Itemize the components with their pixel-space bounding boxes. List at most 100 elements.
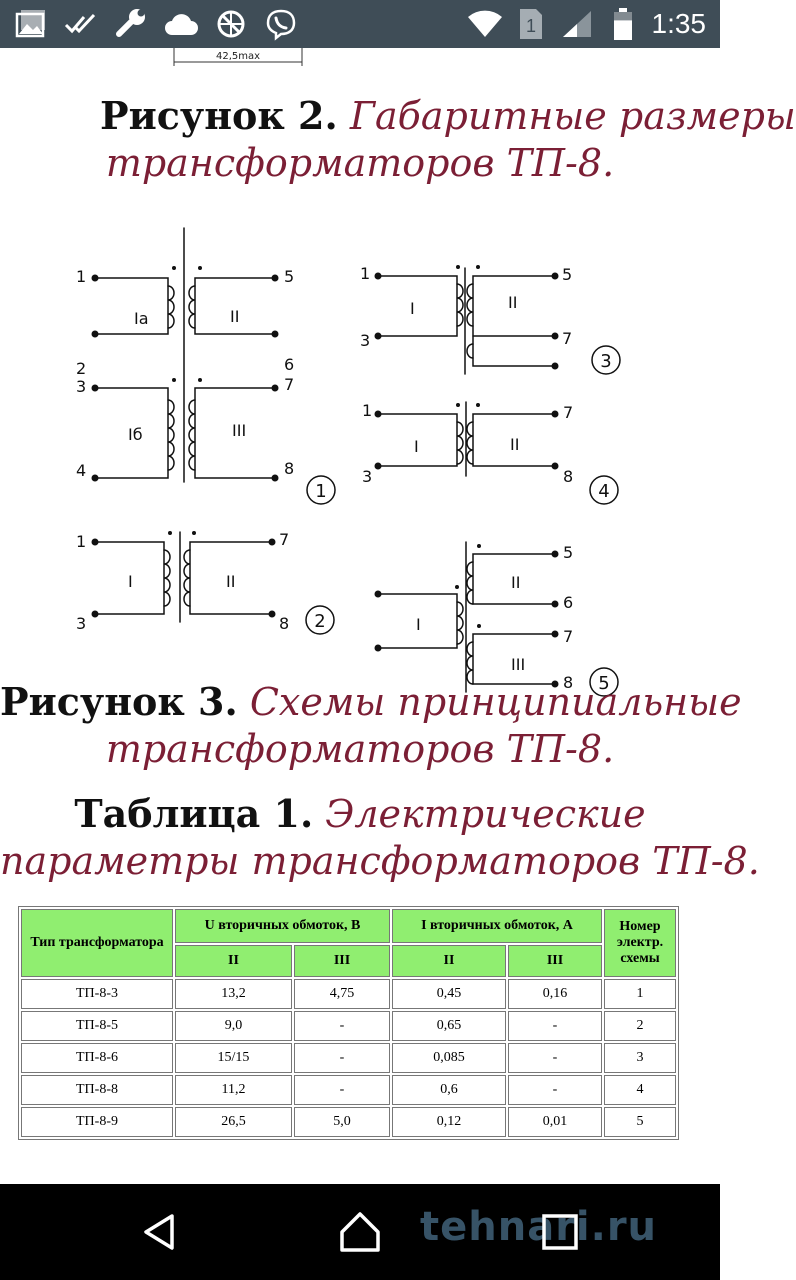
- terminal-label: 3: [362, 467, 372, 486]
- winding-label: I: [128, 572, 133, 591]
- battery-icon: [606, 7, 640, 41]
- table-cell: 0,45: [392, 979, 506, 1009]
- cloud-icon: [164, 7, 198, 41]
- terminal-label: 7: [563, 627, 573, 646]
- back-button[interactable]: [128, 1202, 192, 1262]
- table-cell: 0,12: [392, 1107, 506, 1137]
- scheme-3-labels: 1 3 5 7 I II: [360, 264, 572, 350]
- scheme-number: 3: [600, 351, 611, 372]
- transformer-schemes-diagram: 1 2 3 4 5 6 7 8 Iа Iб II III 1: [76, 227, 621, 697]
- header-i-iii: III: [508, 945, 602, 977]
- header-u-iii: III: [294, 945, 390, 977]
- scheme-4: [377, 401, 556, 477]
- table-cell: ТП-8-6: [21, 1043, 173, 1073]
- coil-ia: [167, 285, 175, 329]
- home-button[interactable]: [328, 1202, 392, 1262]
- header-u-group: U вторичных обмоток, В: [175, 909, 390, 943]
- scheme-number: 1: [315, 481, 326, 502]
- table-cell: -: [294, 1011, 390, 1041]
- sim-label: 1: [525, 16, 535, 36]
- table-cell: 0,01: [508, 1107, 602, 1137]
- scheme-3-number-badge: 3: [591, 345, 621, 375]
- scheme-2-labels: 1 3 7 8 I II: [76, 530, 289, 633]
- table-1-heading: Таблица 1. Электрические параметры транс…: [0, 790, 760, 885]
- back-icon: [144, 1214, 174, 1250]
- system-icons: 1 1:35: [467, 6, 707, 42]
- figure-3-caption-line2: трансформаторов ТП-8.: [105, 727, 615, 772]
- wrench-icon: [114, 7, 148, 41]
- terminal-label: 7: [563, 403, 573, 422]
- clock: 1:35: [651, 8, 707, 39]
- recents-button[interactable]: [528, 1202, 592, 1262]
- viber-icon: [264, 7, 298, 41]
- web-page[interactable]: 42,5max Рисунок 2. Габаритные размеры тр…: [0, 48, 796, 1184]
- figure-3-label: Рисунок 3.: [0, 679, 238, 724]
- terminal-label: 1: [76, 267, 86, 286]
- table-cell: 5: [604, 1107, 676, 1137]
- scheme-4-number-badge: 4: [589, 475, 619, 505]
- winding-label: II: [226, 572, 235, 591]
- table-cell: ТП-8-9: [21, 1107, 173, 1137]
- winding-label: II: [508, 293, 517, 312]
- figure-3-heading: Рисунок 3. Схемы принципиальные трансфор…: [0, 678, 742, 773]
- terminal-label: 5: [563, 543, 573, 562]
- figure-2-heading: Рисунок 2. Габаритные размеры трансформа…: [0, 92, 796, 187]
- header-i-ii: II: [392, 945, 506, 977]
- coil-ib: [167, 399, 175, 471]
- terminal-label: 7: [562, 329, 572, 348]
- terminal-label: 8: [279, 614, 289, 633]
- winding-label: II: [510, 435, 519, 454]
- table-cell: 4: [604, 1075, 676, 1105]
- scheme-4-dots: [374, 403, 559, 470]
- terminal-label: 6: [563, 593, 573, 612]
- table-cell: ТП-8-8: [21, 1075, 173, 1105]
- terminal-label: 3: [76, 614, 86, 633]
- table-cell: 1: [604, 979, 676, 1009]
- scheme-4-labels: 1 3 7 8 I II: [362, 401, 573, 486]
- terminal-label: 1: [360, 264, 370, 283]
- winding-label: I: [410, 299, 415, 318]
- table-cell: 4,75: [294, 979, 390, 1009]
- scheme-1: [94, 227, 276, 483]
- scheme-5-labels: 5 6 7 8 I II III: [416, 543, 573, 692]
- notification-icons: [14, 6, 298, 42]
- terminal-label: 2: [76, 359, 86, 378]
- terminal-label: 7: [284, 375, 294, 394]
- table-cell: 2: [604, 1011, 676, 1041]
- terminal-label: 8: [563, 673, 573, 692]
- figure-2-label: Рисунок 2.: [100, 93, 338, 138]
- terminal-label: 7: [279, 530, 289, 549]
- table-cell: 5,0: [294, 1107, 390, 1137]
- scheme-3: [377, 267, 556, 375]
- dimension-drawing-fragment: 42,5max: [173, 48, 303, 66]
- terminal-label: 8: [284, 459, 294, 478]
- terminal-label: 1: [362, 401, 372, 420]
- table-cell: 0,65: [392, 1011, 506, 1041]
- coil-ii-s1: [188, 285, 196, 329]
- terminal-label: 6: [284, 355, 294, 374]
- site-watermark: tehnari.ru: [420, 1204, 658, 1250]
- winding-label: III: [232, 421, 246, 440]
- scheme-5-dots: [374, 544, 559, 688]
- coil-iii-s1: [188, 399, 196, 471]
- transformer-parameters-table: Тип трансформатора U вторичных обмоток, …: [18, 906, 679, 1140]
- table-cell: ТП-8-3: [21, 979, 173, 1009]
- table-cell: -: [508, 1043, 602, 1073]
- terminal-label: 3: [76, 377, 86, 396]
- header-scheme: Номер электр. схемы: [604, 909, 676, 977]
- header-i-group: I вторичных обмоток, А: [392, 909, 602, 943]
- scheme-5: [377, 541, 556, 693]
- signal-icon: [560, 7, 594, 41]
- recents-icon: [542, 1214, 578, 1250]
- table-cell: 0,6: [392, 1075, 506, 1105]
- table-1-caption-line1: Электрические: [325, 792, 646, 836]
- winding-label: Iа: [134, 309, 149, 328]
- terminal-label: 4: [76, 461, 86, 480]
- table-cell: 13,2: [175, 979, 292, 1009]
- scheme-1-labels: 1 2 3 4 5 6 7 8 Iа Iб II III: [76, 267, 294, 480]
- scheme-number: 4: [598, 481, 609, 502]
